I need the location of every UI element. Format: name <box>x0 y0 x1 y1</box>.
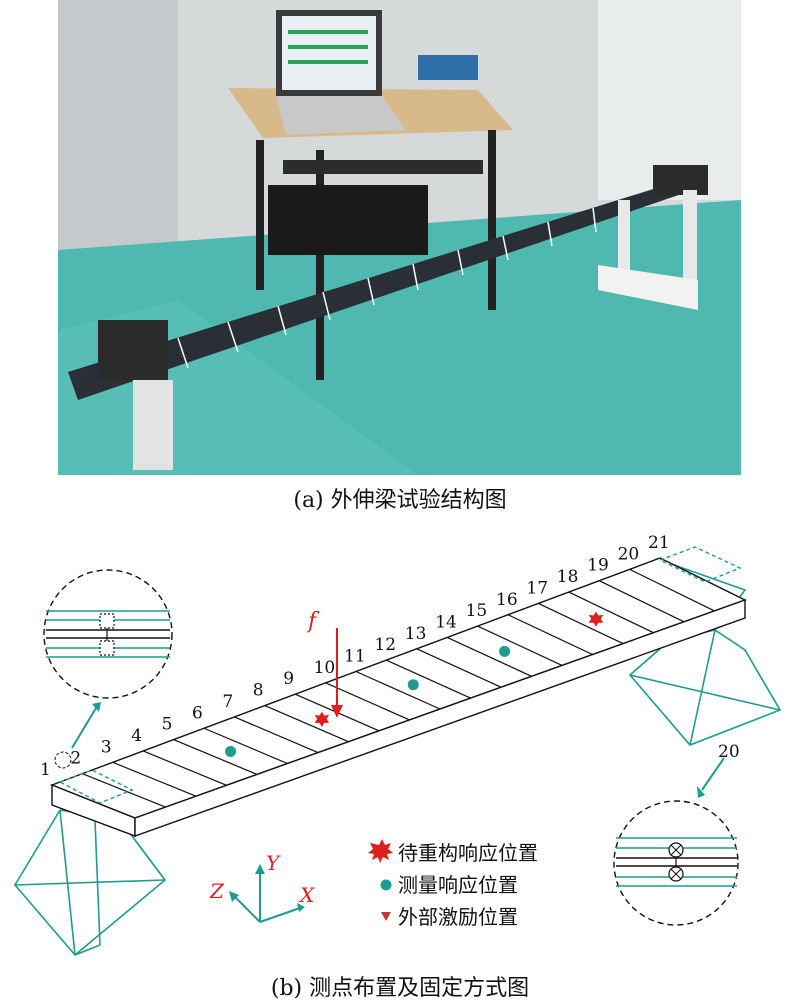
segment-line <box>203 727 288 765</box>
legend-star-icon <box>368 839 393 863</box>
segment-line <box>629 568 715 612</box>
node-label: 1 <box>40 760 51 780</box>
segment-line <box>386 659 471 699</box>
excitation-force-arrow <box>331 628 343 718</box>
segment-line <box>538 602 624 645</box>
right-clamp-callout: 20 <box>613 742 740 926</box>
segment-line <box>264 704 349 743</box>
node-label: 9 <box>283 669 294 689</box>
segment-line <box>598 580 685 623</box>
legend-item-measure: 测量响应位置 <box>398 873 518 897</box>
segment-line <box>446 636 532 677</box>
callout-node-label: 20 <box>718 742 740 762</box>
segment-line <box>112 761 197 797</box>
axis-x-label: X <box>298 883 315 907</box>
node-label: 12 <box>374 635 396 655</box>
caption-a: (a) 外伸梁试验结构图 <box>293 488 507 513</box>
right-support-post <box>683 190 697 300</box>
segment-line <box>568 591 654 634</box>
measure-point-marker <box>407 679 419 691</box>
axis-y-label: Y <box>266 851 281 875</box>
bolt-icon <box>99 640 115 656</box>
cfrp-beam <box>68 175 708 400</box>
segment-line <box>477 625 563 666</box>
beam-test-photo <box>58 0 741 475</box>
response-markers <box>225 611 604 757</box>
coordinate-axes: Y Z X <box>209 851 315 923</box>
node-label: 19 <box>587 556 609 576</box>
segment-line <box>355 670 441 710</box>
segment-line <box>234 716 319 754</box>
segment-line <box>507 614 593 656</box>
force-label: f <box>306 609 320 634</box>
node-label: 2 <box>70 749 81 769</box>
legend-item-excitation: 外部激励位置 <box>398 905 518 929</box>
node-label: 17 <box>526 578 548 598</box>
reconstruct-point-marker <box>588 611 604 627</box>
node-label: 5 <box>162 715 173 735</box>
daq-device <box>418 55 478 80</box>
laptop-keyboard <box>276 96 406 135</box>
instrument-box <box>268 185 428 255</box>
axis-z-label: Z <box>209 879 225 903</box>
node-label: 14 <box>435 612 457 632</box>
caption-b: (b) 测点布置及固定方式图 <box>270 976 530 1001</box>
left-clamp <box>98 320 168 380</box>
segment-lines <box>82 568 715 808</box>
segment-line <box>142 750 227 786</box>
node-label: 13 <box>405 624 427 644</box>
node-label: 10 <box>314 658 336 678</box>
reconstruct-point-marker <box>314 711 330 727</box>
node-label: 7 <box>222 692 233 712</box>
measure-point-marker <box>225 745 237 757</box>
right-clamp <box>653 165 708 195</box>
node-label: 18 <box>557 567 579 587</box>
node-label: 6 <box>192 703 203 723</box>
node-label: 16 <box>496 590 518 610</box>
left-support-post <box>133 380 173 470</box>
segment-line <box>173 739 258 775</box>
node-label: 4 <box>131 726 142 746</box>
node-label: 8 <box>253 681 264 701</box>
node-label: 21 <box>648 533 670 553</box>
measure-point-marker <box>499 645 511 657</box>
node-label: 11 <box>344 647 366 667</box>
beam-outline <box>50 557 747 838</box>
bolt-icon <box>99 613 115 629</box>
node-label: 15 <box>466 601 488 621</box>
legend-item-reconstruct: 待重构响应位置 <box>398 841 538 865</box>
left-clamp-callout <box>43 569 173 769</box>
segment-line <box>82 773 166 808</box>
legend-triangle-icon <box>381 912 391 921</box>
node-label: 20 <box>618 544 640 564</box>
legend-dot-icon <box>380 879 392 891</box>
legend: 待重构响应位置 测量响应位置 外部激励位置 <box>368 839 538 929</box>
segment-line <box>416 648 502 688</box>
node-label: 3 <box>101 737 112 757</box>
segment-line <box>325 682 410 721</box>
